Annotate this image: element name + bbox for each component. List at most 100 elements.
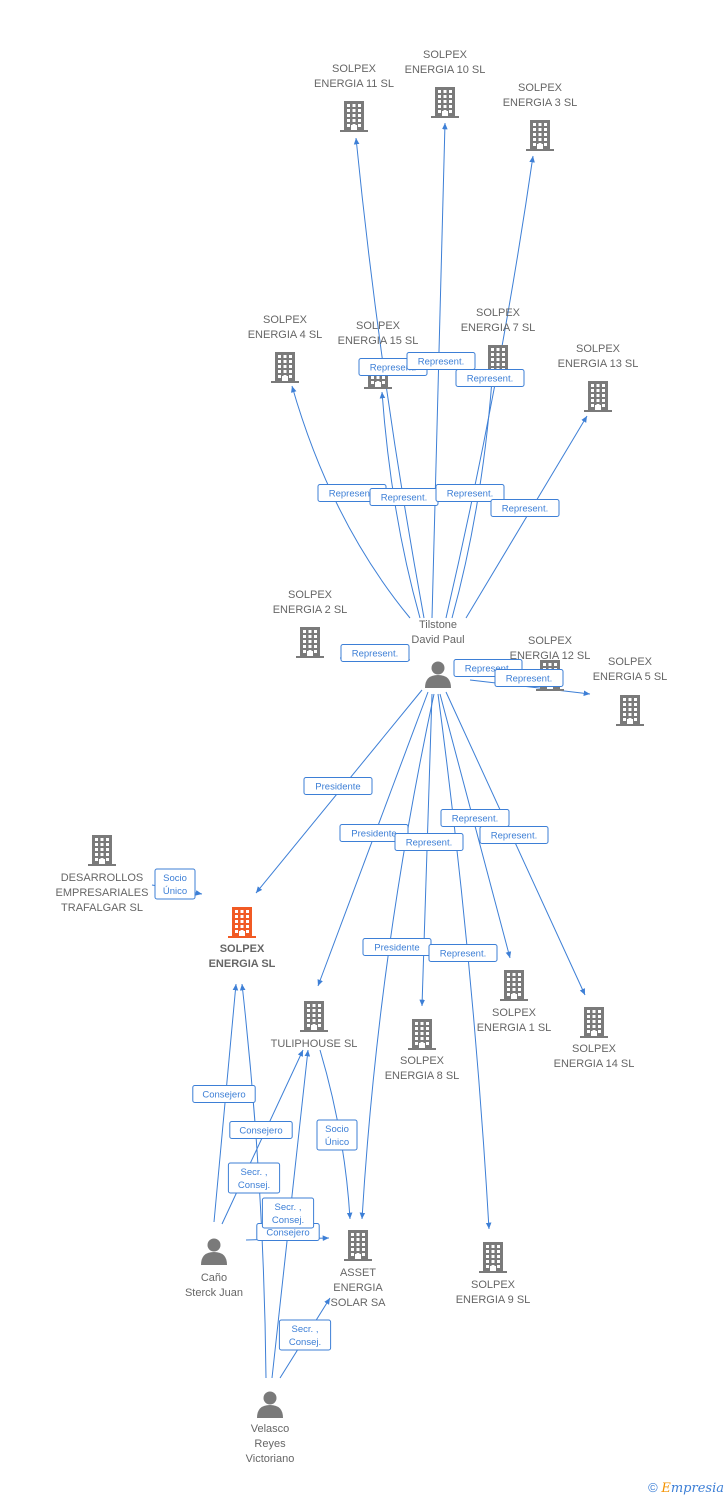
edge-label-tilstone-to-s8[interactable]: Represent. [394,833,464,851]
edge-tilstone-to-s10[interactable] [431,122,448,619]
building-icon [616,695,644,726]
edge-label-velasco-to-asset[interactable]: Secr. ,Consej. [278,1319,332,1351]
building-window [497,1245,500,1248]
building-door [537,144,543,150]
edge-tilstone-to-asset[interactable] [359,693,435,1220]
building-window [591,389,594,392]
node-label: SOLPEX [356,320,401,332]
building-base [344,1259,372,1261]
building-window [592,1020,596,1023]
edge-label-tilstone-to-solpex[interactable]: Presidente [303,777,373,795]
edge-tilstone-to-s7[interactable] [451,379,495,619]
building-window [443,100,447,103]
building-window [602,384,605,387]
brand-rest: mpresia [670,1481,724,1496]
building-window [352,104,356,107]
building-door [311,1025,317,1031]
edge-label-box [490,499,560,517]
edge-label-tilstone-to-s7[interactable]: Represent. [435,484,505,502]
person-head [431,661,445,675]
building-window [486,1265,489,1268]
building-window [308,635,312,638]
edge-label-velasco-to-solpex[interactable]: Secr. ,Consej. [227,1162,281,1194]
building-window [312,1004,316,1007]
building-base [364,387,392,389]
edge-label-tilstone-to-asset[interactable]: Presidente [362,938,432,956]
edges-layer [151,122,591,1379]
edge-label-tilstone-to-s1[interactable]: Represent. [440,809,510,827]
edge-label-box [435,484,505,502]
edge-label-tilstone-to-s15[interactable]: Represent. [369,488,439,506]
edge-label-box [340,644,410,662]
building-window [240,910,244,913]
edge-label-tilstone-to-s14[interactable]: Represent. [479,826,549,844]
building-base [431,116,459,118]
edge-label-box [227,1162,281,1194]
building-window [443,105,447,108]
building-window [351,1238,354,1241]
edge-label-box [428,944,498,962]
footer-brand[interactable]: © Empresia [648,1480,724,1496]
edge-label-velasco-to-tuliphouse[interactable]: Secr. ,Consej. [261,1197,315,1229]
node-label: ENERGIA 12 SL [510,650,591,662]
node-label: TRAFALGAR SL [61,902,143,914]
node-label: SOLPEX [423,49,468,61]
edge-label-tilstone-to-s5[interactable]: Represent. [494,669,564,687]
edge-label-cano-to-tuliphouse[interactable]: Consejero [229,1121,293,1139]
edge-label-text: Represent. [440,949,486,960]
edge-label-tilstone-to-s9[interactable]: Represent. [428,944,498,962]
building-window [362,1253,365,1256]
building-window [358,109,361,112]
edge-label-text: Represent. [506,674,552,685]
edge-label-tilstone-to-s13[interactable]: Represent. [490,499,560,517]
building-window [420,1027,424,1030]
edge-tilstone-to-s15[interactable] [379,391,421,619]
edge-label-cano-to-solpex[interactable]: Consejero [192,1085,256,1103]
building-window [362,1233,365,1236]
edge-label-tilstone-to-s3[interactable]: Represent. [455,369,525,387]
building-base [271,381,299,383]
node-tuliphouse[interactable]: TULIPHOUSE SL [271,1001,358,1050]
building-window [318,1014,321,1017]
building-door [442,111,448,117]
edge-tilstone-to-s11[interactable] [353,137,425,619]
building-window [106,848,109,851]
building-window [106,843,109,846]
building-window [415,1027,418,1030]
person-body [425,675,451,688]
empresia-logo: Empresia [661,1481,724,1496]
building-window [420,1022,424,1025]
building-window [235,910,238,913]
person-body [201,1252,227,1265]
building-window [240,915,244,918]
node-label: SOLPEX [471,1279,516,1291]
edge-label-tilstone-to-s2[interactable]: Represent. [340,644,410,662]
edge-label-tilstone-to-s10[interactable]: Represent. [406,352,476,370]
edge-tilstone-to-s4[interactable] [291,385,411,619]
building-base [479,1271,507,1273]
edge-label-text: Represent. [418,357,464,368]
building-window [591,399,594,402]
building-window [598,1020,601,1023]
edge-label-text: Represent. [381,493,427,504]
